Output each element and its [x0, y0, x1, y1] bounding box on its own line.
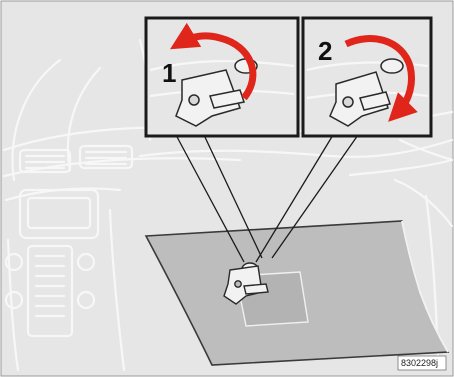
image-code: 8302298j [401, 358, 438, 368]
step-1-label: 1 [162, 58, 176, 88]
inset-step-1: 1 [146, 18, 298, 136]
image-code-badge: 8302298j [398, 356, 446, 370]
inset-step-2: 2 [303, 18, 431, 136]
step-2-label: 2 [318, 36, 332, 66]
